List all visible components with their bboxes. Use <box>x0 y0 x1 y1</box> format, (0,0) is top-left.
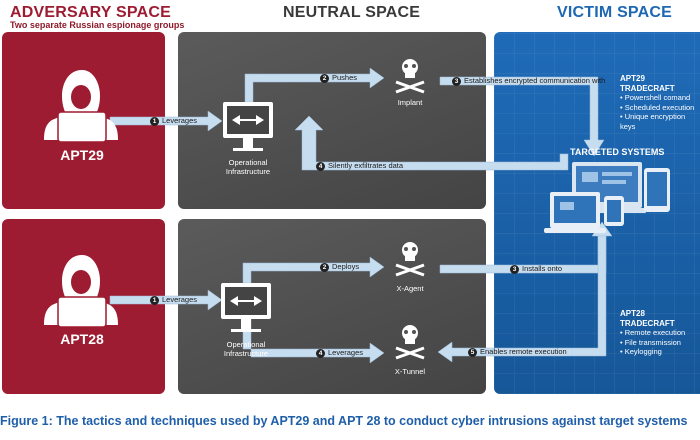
infra-bottom-label-line2: Infrastructure <box>223 349 269 358</box>
step-top-1-badge: 1 <box>150 116 159 126</box>
neutral-panel-bottom <box>178 219 486 394</box>
step-top-1-text: Leverages <box>162 116 198 125</box>
arrow-establishes <box>439 76 605 157</box>
step-bottom-2-badge: 2 <box>320 262 329 272</box>
infra-bottom-label-line1: Operational <box>226 340 266 349</box>
apt28-tradecraft-item: • Keylogging <box>620 347 662 356</box>
implant-skull-icon <box>395 59 425 94</box>
step-top-3-text: Establishes encrypted communication with <box>464 76 606 85</box>
step-bottom-1-text: Leverages <box>162 295 198 304</box>
step-top-2-text: Pushes <box>332 73 358 82</box>
apt29-tradecraft-title: APT29 TRADECRAFT <box>620 74 675 93</box>
step-bottom-3-text: Installs onto <box>522 264 563 273</box>
targeted-systems-title: TARGETED SYSTEMS <box>570 147 665 157</box>
infra-top-label-line1: Operational <box>228 158 268 167</box>
monitor-top-icon <box>223 102 273 151</box>
apt29-label: APT29 <box>60 147 104 163</box>
xtunnel-skull-icon <box>395 325 425 360</box>
xagent-label: X-Agent <box>396 284 424 293</box>
step-top-4-badge: 4 <box>316 161 325 171</box>
apt29-tradecraft-item: • Scheduled execution <box>620 102 695 112</box>
arrow-leverages-xtunnel <box>242 317 385 364</box>
adversary-space-subheader: Two separate Russian espionage groups <box>10 20 185 30</box>
step-bottom-4-text: Leverages <box>328 348 364 357</box>
neutral-space-header: NEUTRAL SPACE <box>283 4 421 21</box>
arrow-pushes <box>244 67 385 103</box>
xagent-skull-icon <box>395 242 425 277</box>
step-bottom-2-text: Deploys <box>332 262 360 271</box>
apt29-tradecraft-item: • Unique encryption keys <box>620 112 686 131</box>
monitor-bottom-icon <box>221 283 271 332</box>
step-bottom-3-badge: 3 <box>510 264 519 274</box>
step-top-2-badge: 2 <box>320 73 329 83</box>
step-top-3-badge: 3 <box>452 76 461 86</box>
figure-caption: Figure 1: The tactics and techniques use… <box>0 414 688 428</box>
apt29-tradecraft: APT29 TRADECRAFT • Powershell comand • S… <box>620 74 700 131</box>
infra-bottom-label: Operational Infrastructure <box>211 340 281 358</box>
hooded-figure-apt29-icon <box>44 70 118 143</box>
step-top-4-text: Silently exfiltrates data <box>328 161 404 170</box>
xtunnel-label: X-Tunnel <box>394 367 426 376</box>
targeted-systems-devices-icon <box>544 162 670 233</box>
apt28-tradecraft-title: APT28 TRADECRAFT <box>620 309 675 328</box>
implant-label: Implant <box>397 98 423 107</box>
infra-top-label-line2: Infrastructure <box>225 167 271 176</box>
apt28-label: APT28 <box>60 331 104 347</box>
apt28-tradecraft-item: • File transmission <box>620 337 681 347</box>
apt28-tradecraft: APT28 TRADECRAFT • Remote execution • Fi… <box>620 309 700 357</box>
infra-top-label: Operational Infrastructure <box>213 158 283 176</box>
step-bottom-4-badge: 4 <box>316 348 325 358</box>
arrow-deploys <box>242 256 385 284</box>
arrow-apt28-leverages <box>109 289 223 311</box>
apt29-tradecraft-item: • Powershell comand <box>620 93 691 102</box>
step-bottom-1-badge: 1 <box>150 295 159 305</box>
step-bottom-5-badge: 5 <box>468 347 477 357</box>
arrow-apt29-leverages <box>109 110 223 132</box>
step-bottom-5-text: Enables remote execution <box>480 347 567 356</box>
arrow-remote-execution <box>437 235 607 363</box>
victim-space-header: VICTIM SPACE <box>557 4 673 21</box>
apt28-tradecraft-item: • Remote execution <box>620 328 686 337</box>
adversary-space-header: ADVERSARY SPACE <box>10 4 171 21</box>
hooded-figure-apt28-icon <box>44 255 118 328</box>
